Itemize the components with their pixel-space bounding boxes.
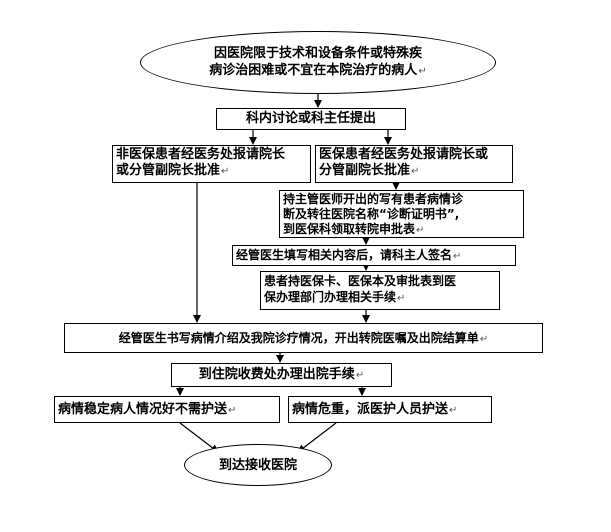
non-insured-line-2: 或分管副院长批准: [116, 163, 221, 178]
paragraph-mark: ↵: [418, 66, 427, 77]
certificate-line-3: 到医保科领取转院申批表: [283, 222, 416, 236]
critical-node: 病情危重，派医护人员护送↵: [288, 396, 492, 423]
critical-text: 病情危重，派医护人员护送: [292, 402, 449, 417]
end-text: 到达接收医院: [218, 457, 297, 473]
paragraph-mark: ↵: [453, 251, 462, 262]
fill-form-node: 经管医生填写相关内容后，请科主人签名↵: [232, 245, 516, 266]
paragraph-mark: ↵: [355, 370, 365, 381]
paragraph-mark: ↵: [479, 334, 489, 345]
non-insured-line-1: 非医保患者经医务处报请院长: [116, 147, 286, 162]
discharge-node: 到住院收费处办理出院手续↵: [171, 363, 392, 387]
insured-line-1: 医保患者经医务处报请院长或: [319, 147, 489, 162]
discussion-node: 科内讨论或科主任提出: [216, 108, 406, 130]
insured-node: 医保患者经医务处报请院长或 分管副院长批准↵: [315, 145, 513, 183]
referral-text: 经管医生书写病情介绍及我院诊疗情况，开出转院医嘱及出院结算单: [118, 331, 479, 345]
stable-node: 病情稳定病人情况好不需护送↵: [54, 396, 280, 423]
start-node: 因医院限于技术和设备条件或特殊疾 病诊治困难或不宜在本院治疗的病人↵: [140, 31, 496, 94]
start-line-1: 因医院限于技术和设备条件或特殊疾: [213, 46, 422, 61]
arrow-stable-to-end: [179, 422, 219, 453]
insurance-card-line-2: 保办理部门办理相关手续: [264, 290, 397, 304]
referral-node: 经管医生书写病情介绍及我院诊疗情况，开出转院医嘱及出院结算单↵: [64, 323, 543, 353]
discussion-text: 科内讨论或科主任提出: [245, 111, 376, 126]
paragraph-mark: ↵: [228, 405, 237, 416]
paragraph-mark: ↵: [411, 166, 420, 177]
stable-text: 病情稳定病人情况好不需护送: [58, 402, 228, 417]
fill-form-text: 经管医生填写相关内容后，请科主人签名: [236, 248, 453, 262]
insurance-card-node: 患者持医保卡、医保本及审批表到医 保办理部门办理相关手续↵: [260, 271, 500, 310]
certificate-line-2: 断及转往医院名称“诊断证明书”,: [283, 207, 460, 221]
paragraph-mark: ↵: [416, 225, 425, 236]
insurance-card-line-1: 患者持医保卡、医保本及审批表到医: [264, 274, 457, 288]
discharge-text: 到住院收费处办理出院手续: [198, 367, 355, 382]
paragraph-mark: ↵: [397, 293, 406, 304]
arrow-critical-to-end: [297, 422, 337, 453]
non-insured-node: 非医保患者经医务处报请院长 或分管副院长批准↵: [112, 145, 311, 183]
start-line-2: 病诊治困难或不宜在本院治疗的病人: [209, 63, 418, 78]
paragraph-mark: ↵: [221, 166, 230, 177]
certificate-line-1: 持主管医师开出的写有患者病情诊: [283, 192, 464, 206]
paragraph-mark: ↵: [449, 405, 458, 416]
end-node: 到达接收医院: [184, 444, 332, 486]
certificate-node: 持主管医师开出的写有患者病情诊 断及转往医院名称“诊断证明书”, 到医保科领取转…: [279, 190, 524, 238]
insured-line-2: 分管副院长批准: [319, 163, 411, 178]
